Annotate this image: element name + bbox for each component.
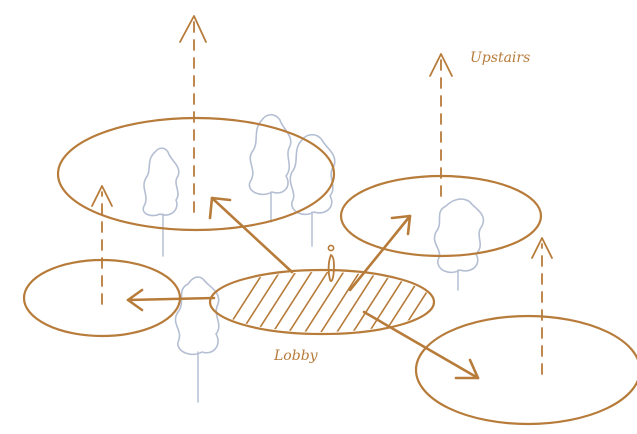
dashed-up-arrow-icon [531, 237, 553, 375]
tree-icon [174, 276, 220, 403]
tree-icon [433, 198, 485, 291]
person-icon [327, 244, 335, 282]
lobby-label: Lobby [273, 348, 319, 364]
trees [142, 113, 485, 403]
dashed-up-arrow-icon [429, 53, 453, 197]
dashed-up-arrow-icon [91, 185, 113, 305]
tree-icon [142, 147, 180, 257]
arrow-icon [208, 196, 294, 274]
arrow-icon [362, 310, 480, 380]
dashed-up-arrow-icon [179, 15, 207, 213]
tree-icon [248, 113, 292, 223]
platform-lobby [208, 268, 436, 336]
platform-upper-left [56, 116, 336, 232]
platforms [22, 116, 637, 426]
platform-lower-right [414, 314, 637, 426]
upstairs-label: Upstairs [470, 50, 530, 66]
arrow-icon [348, 214, 412, 292]
tree-icon [289, 133, 336, 247]
vertical-links [91, 15, 553, 375]
arrow-icon [126, 288, 216, 312]
lobby-arrows [126, 196, 480, 380]
